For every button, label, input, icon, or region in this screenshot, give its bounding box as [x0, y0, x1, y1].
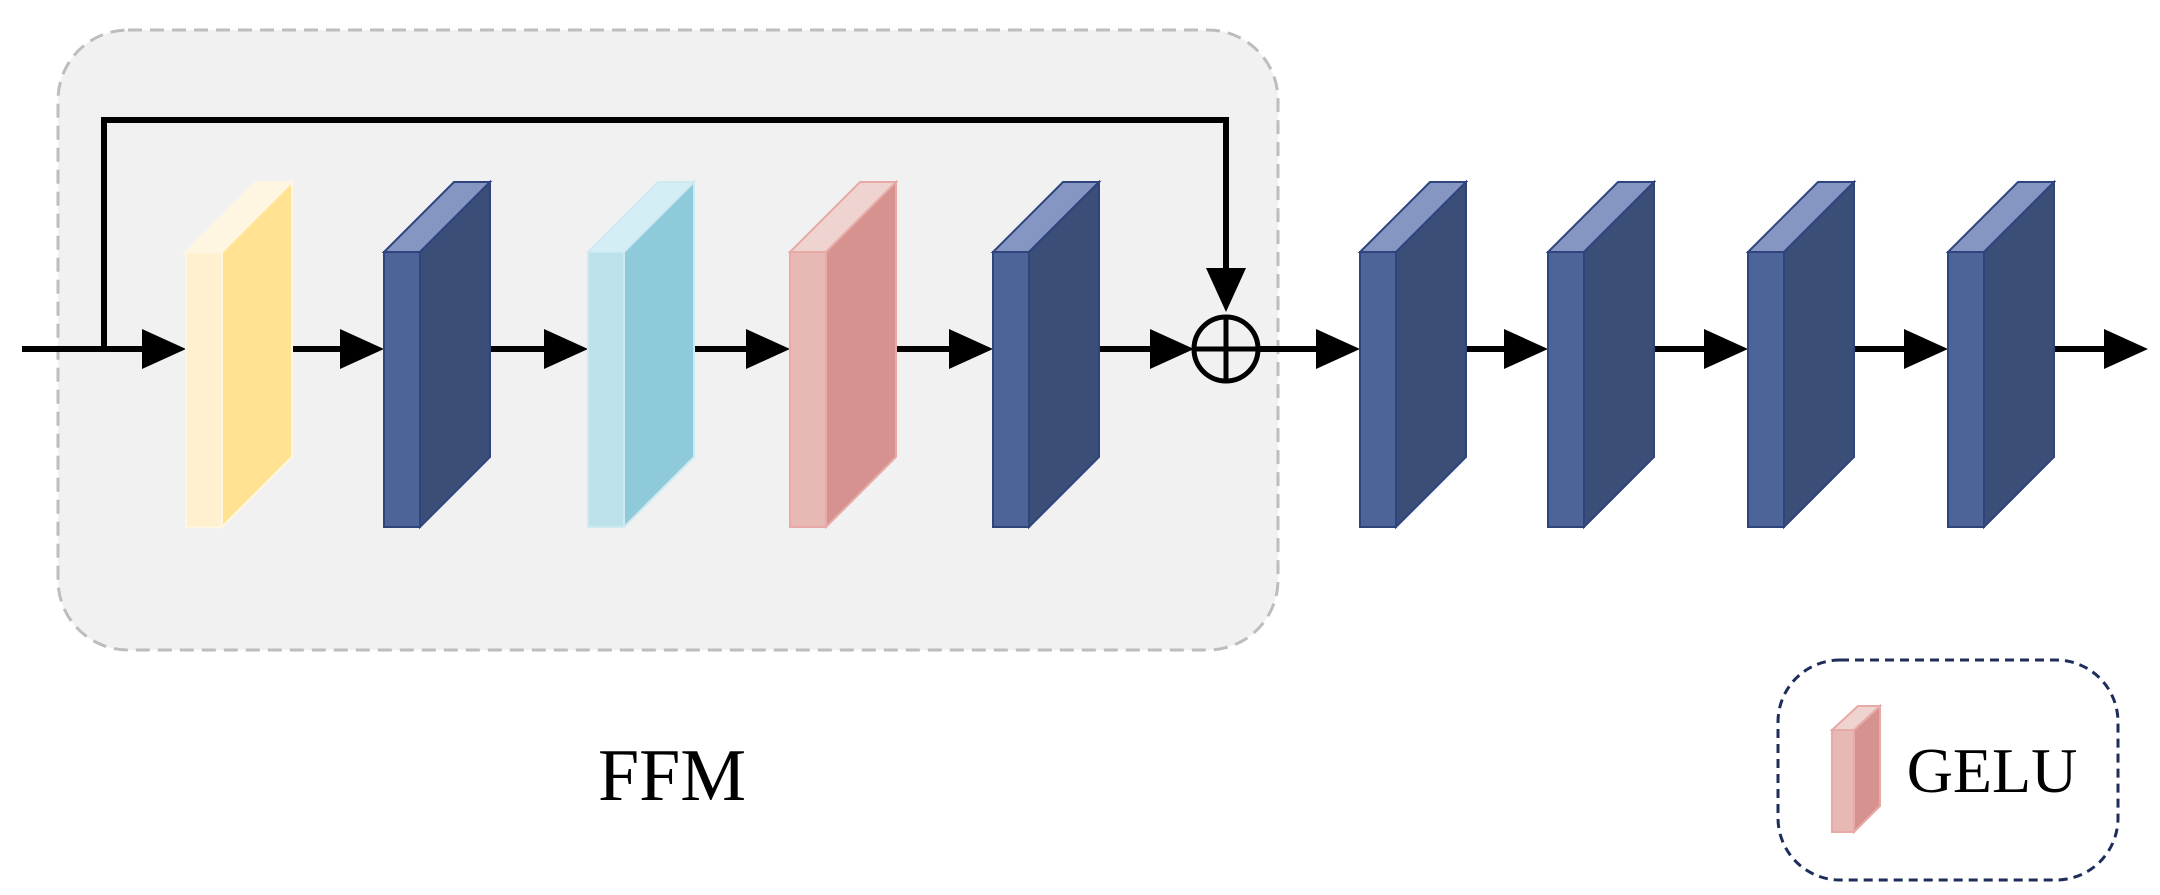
arrowhead-4 — [949, 329, 993, 369]
block-yellow-front-face — [185, 251, 223, 528]
legend-gelu-swatch — [1829, 703, 1883, 835]
module-label: FFM — [598, 735, 746, 817]
element-wise-sum-operator — [1191, 314, 1261, 384]
blocks-layer — [183, 179, 2057, 530]
block-cyan-front-face — [587, 251, 625, 528]
arrowhead-to-sum — [1150, 329, 1194, 369]
block-blue-6-front-face — [1947, 251, 1985, 528]
block-blue-5 — [1745, 179, 1857, 530]
skip-connection-arrowhead — [1206, 268, 1246, 312]
arrowhead-right-3 — [1904, 329, 1948, 369]
block-gelu — [787, 179, 899, 530]
legend-swatch-front-face — [1831, 729, 1855, 833]
arrowhead-right-2 — [1704, 329, 1748, 369]
block-blue-1-front-face — [383, 251, 421, 528]
input-arrowhead — [142, 329, 186, 369]
arrowhead-3 — [746, 329, 790, 369]
block-blue-4 — [1545, 179, 1657, 530]
block-blue-5-front-face — [1747, 251, 1785, 528]
block-blue-2-front-face — [992, 251, 1030, 528]
block-blue-1 — [381, 179, 493, 530]
connections-layer — [22, 117, 2148, 369]
block-blue-4-front-face — [1547, 251, 1585, 528]
legend-label: GELU — [1907, 735, 2078, 806]
block-yellow — [183, 179, 295, 530]
block-blue-3-front-face — [1359, 251, 1397, 528]
block-blue-6 — [1945, 179, 2057, 530]
output-arrowhead — [2104, 329, 2148, 369]
arrowhead-right-1 — [1504, 329, 1548, 369]
arrowhead-1 — [340, 329, 384, 369]
arrowhead-2 — [544, 329, 588, 369]
arrowhead-from-sum — [1316, 329, 1360, 369]
block-cyan — [585, 179, 697, 530]
block-blue-3 — [1357, 179, 1469, 530]
block-blue-2 — [990, 179, 1102, 530]
block-gelu-front-face — [789, 251, 827, 528]
skip-connection-line — [101, 117, 1229, 349]
